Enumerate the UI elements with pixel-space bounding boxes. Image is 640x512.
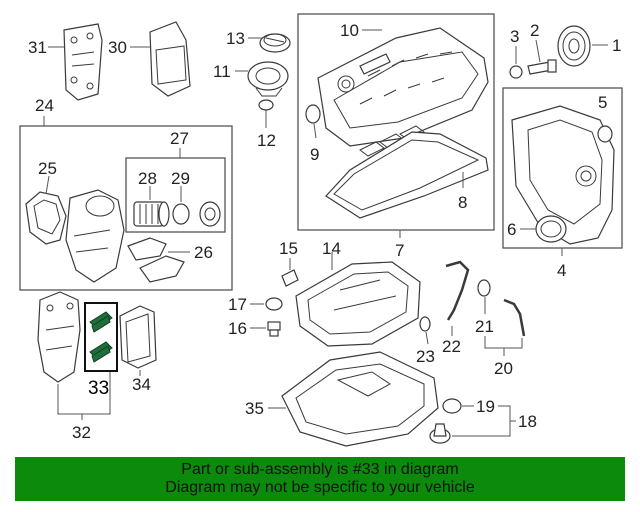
part-7-valve-cover <box>317 27 489 147</box>
callout-11: 11 <box>213 62 231 81</box>
callout-33: 33 <box>88 378 109 399</box>
callout-4: 4 <box>557 261 566 280</box>
callout-18: 18 <box>518 412 537 431</box>
part-18-sensor <box>429 423 451 444</box>
part-9-seal <box>305 104 321 124</box>
callout-27: 27 <box>170 129 189 148</box>
callout-28: 28 <box>138 169 157 188</box>
part-17-seal-ring <box>265 297 283 311</box>
part-25-gasket <box>25 191 67 245</box>
callout-12: 12 <box>257 131 276 150</box>
callout-5: 5 <box>598 93 607 112</box>
part-26-gaskets <box>127 237 185 283</box>
parts-diagram: 31 30 13 11 12 10 9 <box>19 13 623 447</box>
callout-14: 14 <box>322 239 341 258</box>
callout-3: 3 <box>510 27 519 46</box>
banner-line-1: Part or sub-assembly is #33 in diagram <box>181 461 459 478</box>
callout-9: 9 <box>310 145 319 164</box>
part-11-breather <box>247 61 289 97</box>
part-12-o-ring <box>258 99 274 111</box>
part-filter-cap <box>199 201 221 227</box>
part-31-gasket <box>63 23 103 101</box>
part-24-filter-housing <box>65 189 125 283</box>
callout-30: 30 <box>108 38 127 57</box>
part-33-highlighted <box>89 311 113 363</box>
callout-6: 6 <box>507 220 516 239</box>
callout-15: 15 <box>279 239 298 258</box>
part-35-lower-oil-pan <box>281 351 439 447</box>
callout-26: 26 <box>194 243 213 262</box>
group-box-24 <box>19 125 233 291</box>
part-34-cover <box>119 305 157 369</box>
callout-7: 7 <box>395 241 404 260</box>
callout-25: 25 <box>38 159 57 178</box>
part-5-seal <box>597 125 613 143</box>
callout-34: 34 <box>132 375 151 394</box>
part-32-housing <box>37 291 81 383</box>
banner-line-2: Diagram may not be specific to your vehi… <box>165 479 475 496</box>
callout-20: 20 <box>494 359 513 378</box>
callout-2: 2 <box>530 21 539 40</box>
callout-32: 32 <box>72 423 91 442</box>
part-22-dipstick-tube <box>445 260 470 321</box>
part-19-seal <box>442 398 462 414</box>
callout-19: 19 <box>476 397 495 416</box>
callout-16: 16 <box>228 319 247 338</box>
info-banner: Part or sub-assembly is #33 in diagram D… <box>15 457 625 501</box>
part-16-drain-plug <box>267 321 281 337</box>
part-30-cover <box>149 21 191 97</box>
part-23-o-ring <box>419 316 431 332</box>
callout-17: 17 <box>228 295 247 314</box>
group-box-33 <box>84 302 118 372</box>
part-20-dipstick <box>503 298 526 337</box>
part-4-timing-cover <box>511 105 615 245</box>
part-14-upper-oil-pan <box>295 261 421 347</box>
part-8-gasket <box>325 131 489 219</box>
callout-13: 13 <box>226 29 245 48</box>
part-15-clip <box>281 269 299 287</box>
part-2-bolt <box>527 59 557 75</box>
part-28-filter-element <box>133 201 170 227</box>
callout-29: 29 <box>171 169 190 188</box>
group-box-27 <box>125 157 226 233</box>
callout-1: 1 <box>612 36 621 55</box>
callout-21: 21 <box>475 317 494 336</box>
part-29-o-ring <box>172 203 190 225</box>
group-box-7 <box>297 13 495 231</box>
callout-31: 31 <box>28 38 47 57</box>
callout-24: 24 <box>35 96 54 115</box>
callout-10: 10 <box>340 21 359 40</box>
callout-35: 35 <box>245 399 264 418</box>
callout-23: 23 <box>416 347 435 366</box>
callout-22: 22 <box>442 337 461 356</box>
part-13-filler-cap <box>259 33 291 53</box>
part-3-washer <box>509 65 523 79</box>
part-21-o-ring <box>477 279 491 297</box>
callout-8: 8 <box>458 193 467 212</box>
part-1-pulley <box>557 25 591 67</box>
